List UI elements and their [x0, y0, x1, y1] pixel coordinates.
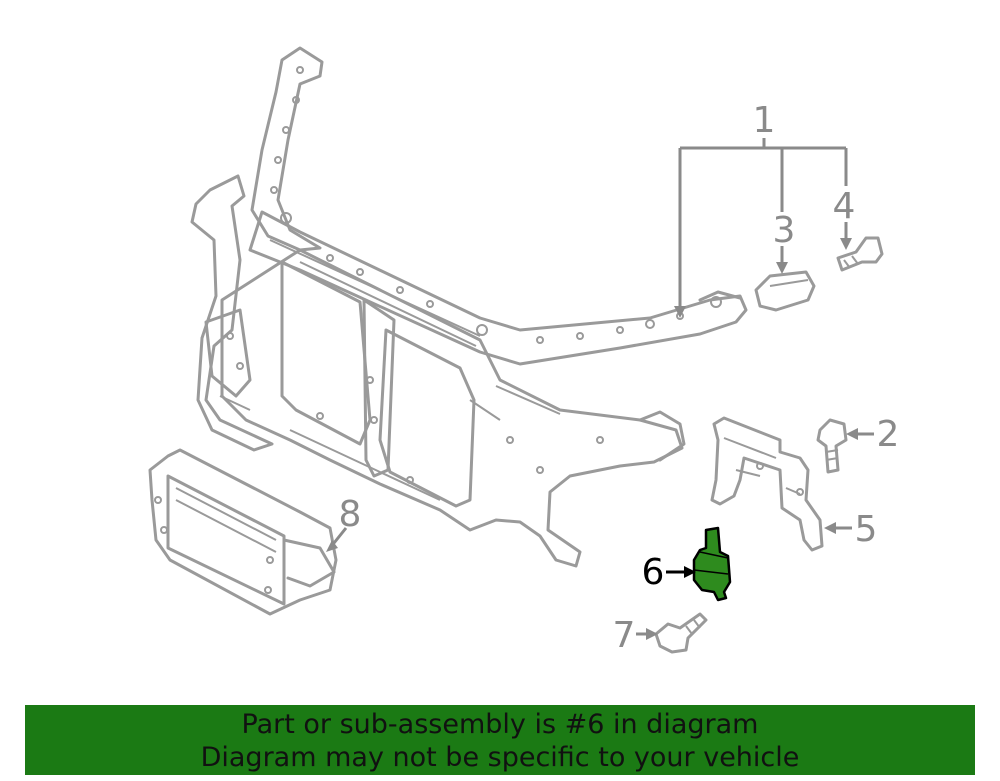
- callout-8: 8: [339, 494, 362, 535]
- callout-4: 4: [833, 186, 856, 227]
- callout-7: 7: [613, 615, 636, 656]
- leader-lines: [326, 138, 874, 640]
- callout-1: 1: [753, 100, 776, 141]
- banner-line-2: Diagram may not be specific to your vehi…: [200, 742, 800, 773]
- banner-line-1: Part or sub-assembly is #6 in diagram: [241, 709, 759, 740]
- info-banner: Part or sub-assembly is #6 in diagram Di…: [25, 705, 975, 775]
- radiator-support-frame: [190, 46, 748, 568]
- parts-diagram: 1 2 3 4 5 6 7 8: [148, 46, 900, 656]
- part-3-bracket: [754, 270, 816, 312]
- part-6-highlighted-sensor: [692, 526, 732, 602]
- callout-6: 6: [642, 552, 665, 593]
- part-7-bolt: [654, 612, 708, 654]
- part-8-module: [148, 448, 338, 616]
- part-4-bolt: [836, 236, 884, 272]
- part-2-bolt: [816, 418, 848, 474]
- part-5-bracket: [710, 416, 824, 552]
- callout-2: 2: [877, 414, 900, 455]
- callout-3: 3: [773, 210, 796, 251]
- callout-5: 5: [855, 509, 878, 550]
